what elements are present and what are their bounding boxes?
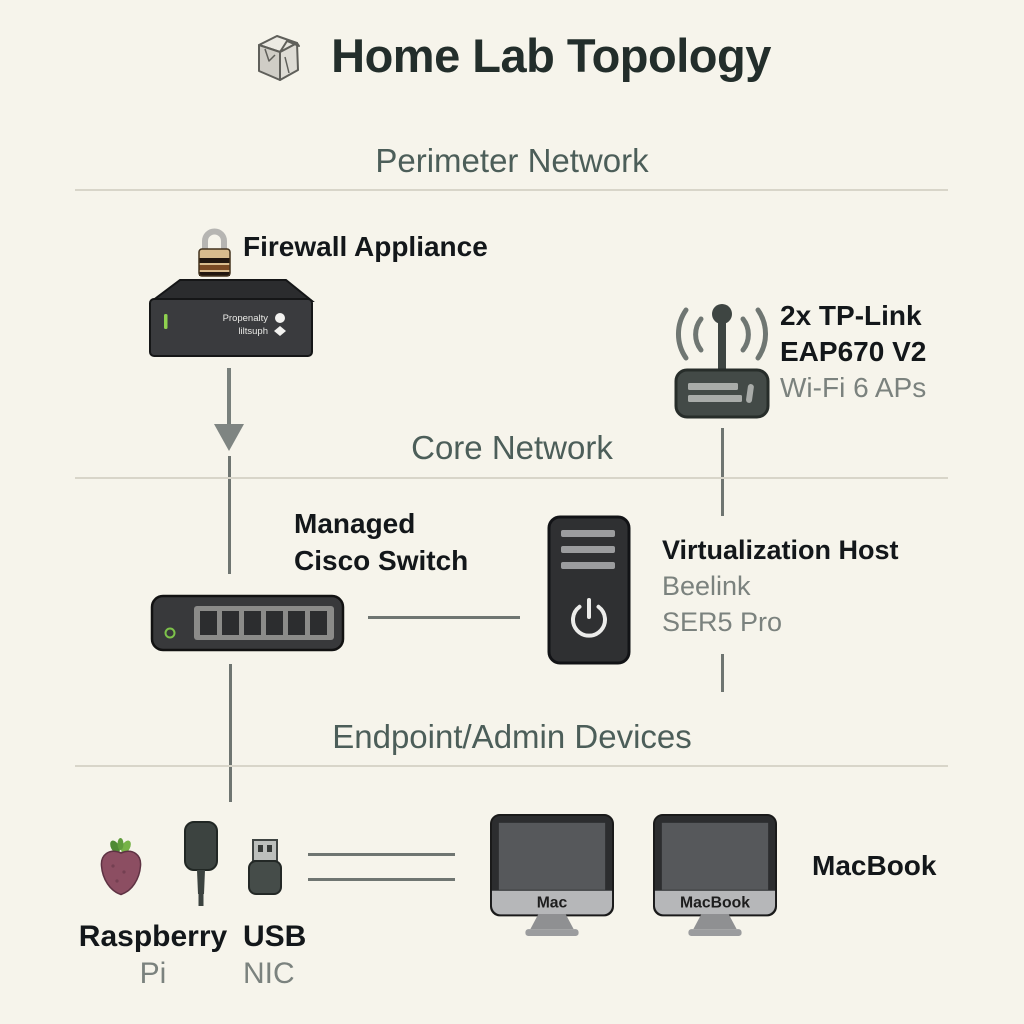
section-core-network: Core Network xyxy=(411,429,613,466)
monitor-mac: Mac xyxy=(490,813,614,937)
raspberry-pi-label: Raspberry Pi xyxy=(70,918,236,992)
network-switch-device xyxy=(150,594,345,652)
host-subtitle-line1: Beelink xyxy=(662,571,751,601)
connector-firewall-arrow-shaft xyxy=(227,368,231,426)
package-box-icon xyxy=(258,34,301,81)
connector-firewall-switch xyxy=(228,456,231,574)
connector-endpoints-monitor-1 xyxy=(308,853,455,856)
section-endpoint-devices: Endpoint/Admin Devices xyxy=(332,718,692,755)
switch-led xyxy=(164,627,176,639)
core-divider-line xyxy=(75,477,948,479)
connector-switch-endpoints xyxy=(229,664,232,802)
firewall-appliance-device: Propenalty liltsuph xyxy=(149,279,315,357)
raspberry-pi-label-line2: Pi xyxy=(139,957,167,990)
raspberry-pi-label-line1: Raspberry xyxy=(78,920,228,953)
access-point-text: 2x TP-Link EAP670 V2 Wi-Fi 6 APs xyxy=(780,298,926,406)
connector-firewall-arrow-head xyxy=(214,424,244,451)
switch-label-line1: Managed xyxy=(294,508,416,539)
wifi-access-point-icon xyxy=(674,304,770,419)
host-subtitle-line2: SER5 Pro xyxy=(662,607,783,637)
power-icon xyxy=(571,598,607,638)
endpoint-divider-line xyxy=(75,765,948,767)
connector-endpoints-monitor-2 xyxy=(308,878,455,881)
macbook-side-label: MacBook xyxy=(812,850,937,881)
firewall-panel-text-2: liltsuph xyxy=(238,326,268,337)
raspberry-icon xyxy=(100,838,142,896)
firewall-label: Firewall Appliance xyxy=(243,231,488,262)
connector-switch-host xyxy=(368,616,520,619)
host-text: Virtualization Host Beelink SER5 Pro xyxy=(662,532,899,640)
monitor-macbook: MacBook xyxy=(653,813,777,937)
usb-nic-label: USB NIC xyxy=(243,918,306,992)
host-title: Virtualization Host xyxy=(662,535,899,565)
connector-host-endpoints xyxy=(721,654,724,692)
perimeter-divider-line xyxy=(75,189,948,191)
diagram-header: Home Lab Topology xyxy=(0,28,1024,83)
firewall-led xyxy=(164,314,168,329)
usb-nic-icon xyxy=(248,839,282,895)
monitor-macbook-label: MacBook xyxy=(680,894,750,911)
usb-nic-label-line1: USB xyxy=(243,920,307,953)
connector-ap-host xyxy=(721,428,724,516)
tower-server-icon xyxy=(547,515,631,665)
usb-dongle-icon xyxy=(184,821,218,906)
ap-title-line1: 2x TP-Link xyxy=(780,300,922,331)
lock-icon xyxy=(198,228,231,277)
ap-subtitle: Wi-Fi 6 APs xyxy=(780,372,927,403)
usb-nic-label-line2: NIC xyxy=(243,957,295,990)
switch-label-line2: Cisco Switch xyxy=(294,545,469,576)
page-title: Home Lab Topology xyxy=(331,29,771,82)
firewall-panel-text-1: Propenalty xyxy=(223,313,269,324)
ap-title-line2: EAP670 V2 xyxy=(780,336,927,367)
section-perimeter-network: Perimeter Network xyxy=(375,142,649,179)
monitor-mac-label: Mac xyxy=(537,894,568,911)
switch-label: Managed Cisco Switch xyxy=(294,505,468,579)
